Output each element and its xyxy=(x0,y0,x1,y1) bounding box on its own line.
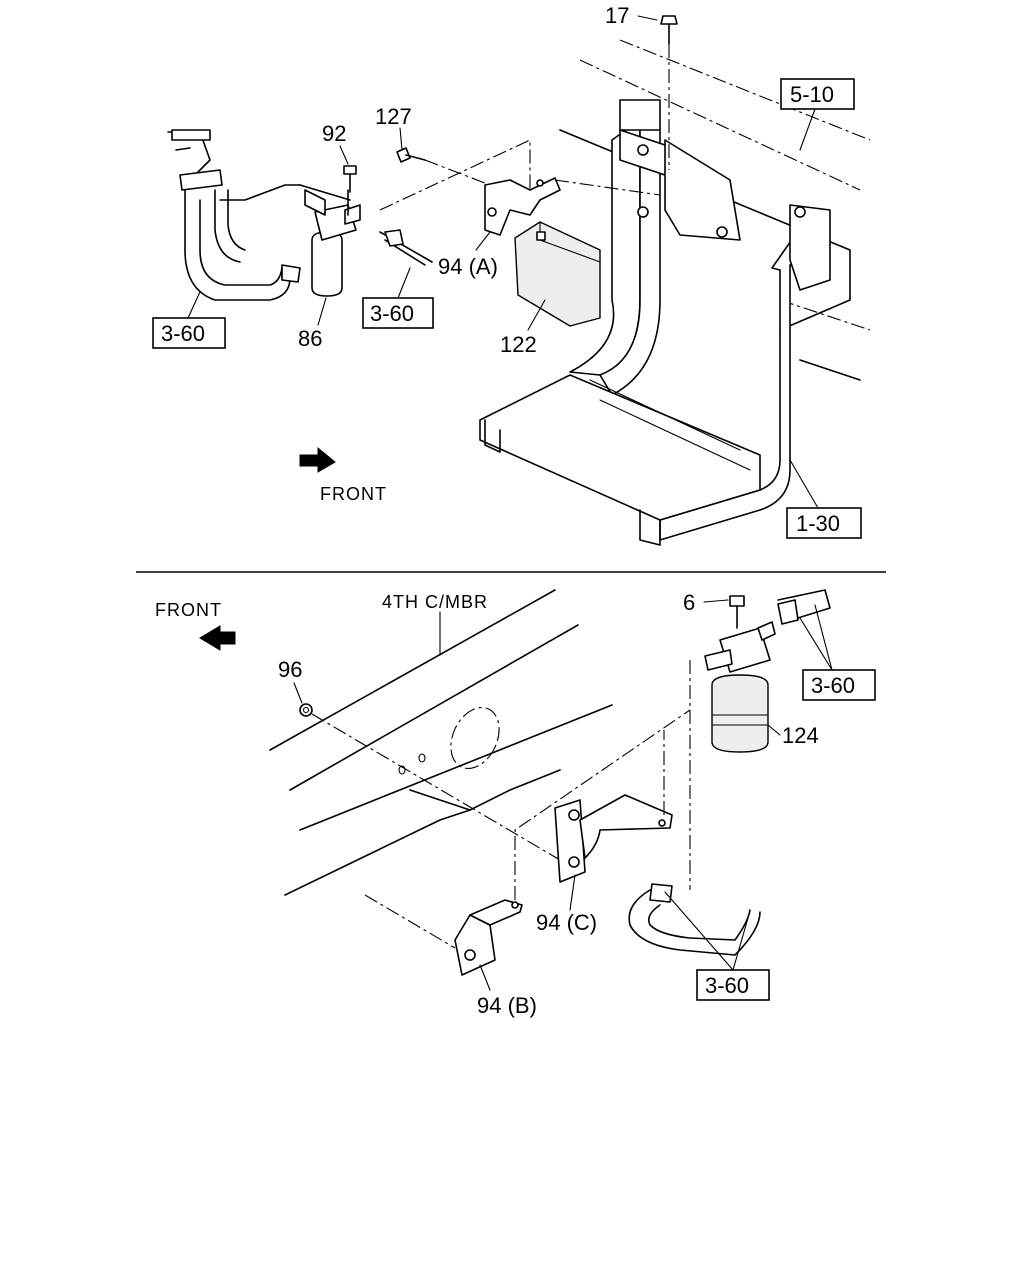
front-arrow-icon xyxy=(199,625,236,651)
bracket-94a xyxy=(379,139,661,236)
ref-5-10: 5-10 xyxy=(790,82,834,107)
bolt-92 xyxy=(343,165,357,193)
bracket-94c xyxy=(554,730,673,883)
bottom-view: 4TH C/MBR 96 6 3-60 124 94 (C) 94 (B) 3-… xyxy=(155,589,876,1018)
step-carrier xyxy=(479,99,831,546)
bolt-6 xyxy=(729,595,745,629)
bottom-callouts: 4TH C/MBR 96 6 3-60 124 94 (C) 94 (B) 3-… xyxy=(278,590,876,1018)
label-bolt-6: 6 xyxy=(683,590,695,615)
ref-3-60-mid: 3-60 xyxy=(370,301,414,326)
bracket-94b xyxy=(364,709,691,976)
ref-3-60-top: 3-60 xyxy=(811,673,855,698)
top-view: 17 5-10 127 92 94 (A) 3-60 3-60 86 122 1… xyxy=(152,3,871,546)
top-callouts: 17 5-10 127 92 94 (A) 3-60 3-60 86 122 1… xyxy=(152,3,862,539)
fuel-lines-bottom xyxy=(628,589,831,956)
front-label-bottom: FRONT xyxy=(155,600,222,620)
filter-86 xyxy=(299,184,361,297)
cover-122 xyxy=(514,221,601,327)
label-bracket-94c: 94 (C) xyxy=(536,910,597,935)
label-bolt-127: 127 xyxy=(375,104,412,129)
label-nut-96: 96 xyxy=(278,657,302,682)
cross-member xyxy=(269,589,613,896)
front-indicator-bottom: FRONT xyxy=(155,600,236,651)
ref-3-60-bottom: 3-60 xyxy=(705,973,749,998)
bolt-17 xyxy=(660,15,678,170)
front-label-top: FRONT xyxy=(320,484,387,504)
label-cover-122: 122 xyxy=(500,332,537,357)
ref-3-60-left: 3-60 xyxy=(161,321,205,346)
label-bracket-94b: 94 (B) xyxy=(477,993,537,1018)
filter-124 xyxy=(704,621,776,753)
label-bracket-94a: 94 (A) xyxy=(438,254,498,279)
label-bolt-92: 92 xyxy=(322,121,346,146)
front-arrow-icon xyxy=(299,446,336,473)
label-filter-86: 86 xyxy=(298,326,322,351)
bolt-127 xyxy=(396,147,491,186)
label-member: 4TH C/MBR xyxy=(382,592,488,612)
nut-96 xyxy=(299,703,561,861)
label-bolt-17: 17 xyxy=(605,3,629,28)
fuel-lines-top xyxy=(167,129,433,301)
front-indicator-top: FRONT xyxy=(299,446,387,504)
label-filter-124: 124 xyxy=(782,723,819,748)
ref-1-30: 1-30 xyxy=(796,511,840,536)
